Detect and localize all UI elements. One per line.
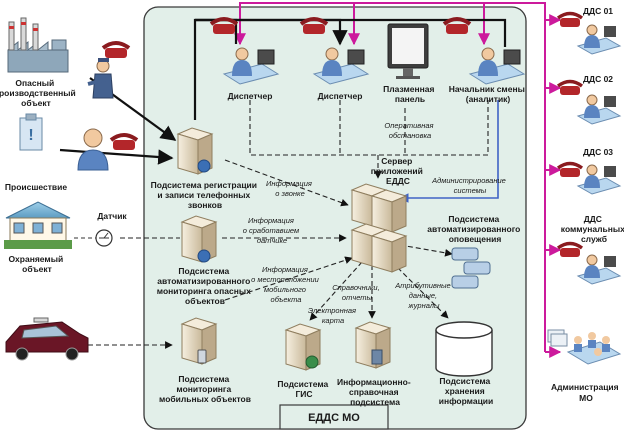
registration-subsystem-label: Подсистема регистрации и записи телефонн…: [151, 180, 260, 210]
phone-icon: [209, 17, 239, 34]
dds01-label: ДДС 01: [583, 6, 613, 16]
monitoring-mobile-label: Подсистема мониторинга мобильных объекто…: [159, 374, 251, 404]
note-call-info: Информация о звонке: [266, 179, 314, 198]
caller-person-icon: [77, 128, 109, 171]
house-icon: [4, 201, 72, 249]
server-icon: [176, 127, 214, 175]
dds-workstation-icon: [576, 254, 622, 285]
database-icon: [435, 321, 493, 377]
application-server-label: Сервер приложений ЕДДС: [371, 156, 426, 186]
magenta-links: [234, 2, 562, 358]
incident-label: Происшествие: [5, 182, 67, 192]
guard-icon: [87, 58, 114, 99]
notification-phones-icon: [451, 247, 491, 289]
sensor-label: Датчик: [97, 211, 127, 221]
note-mobile-info: Информация о местоположении мобильного о…: [251, 265, 321, 304]
phone-icon: [109, 133, 139, 150]
dispatcher-1-label: Диспетчер: [228, 91, 273, 101]
phone-icon: [442, 17, 472, 34]
phone-icon: [556, 79, 584, 95]
plasma-panel-icon: [387, 23, 429, 79]
administration-meeting-icon: [547, 329, 622, 365]
plasma-panel-label: Плазменная панель: [383, 84, 437, 104]
notification-subsystem-label: Подсистема автоматизированного оповещени…: [427, 214, 522, 244]
dds02-label: ДДС 02: [583, 74, 613, 84]
note-sensor-info: Информация о сработавшем датчике: [243, 216, 302, 245]
application-server-cluster-icon: [350, 183, 408, 273]
shift-chief-workstation-icon: [468, 47, 526, 85]
note-operative: Оперативная обстановка: [384, 121, 435, 140]
gis-subsystem-label: Подсистема ГИС: [277, 379, 330, 399]
server-icon: [180, 317, 218, 365]
incident-clipboard-icon: !: [19, 113, 43, 151]
note-references: Справочники, отчеты: [332, 283, 382, 302]
main-title-box: [279, 404, 389, 430]
dispatcher-2-label: Диспетчер: [318, 91, 363, 101]
dds03-label: ДДС 03: [583, 147, 613, 157]
gis-server-icon: [284, 323, 322, 371]
phone-icon: [556, 11, 584, 27]
dds-communal-label: ДДС коммунальных служб: [561, 214, 624, 244]
phone-icon: [299, 17, 329, 34]
factory-icon: [7, 17, 69, 73]
note-admin: Администрирование системы: [431, 176, 508, 195]
sensor-icon: [74, 229, 113, 247]
phone-icon: [556, 241, 584, 257]
dashed-links: [88, 100, 489, 349]
phone-icon: [101, 41, 131, 58]
info-ref-server-icon: [354, 321, 392, 369]
monitoring-hazard-label: Подсистема автоматизированного мониторин…: [157, 266, 253, 306]
dds-workstation-icon: [576, 94, 622, 125]
dds-workstation-icon: [576, 164, 622, 195]
admin-link: [399, 100, 499, 203]
note-emap: Электронная карта: [308, 306, 358, 325]
server-icon: [180, 215, 218, 263]
info-ref-subsystem-label: Информационно- справочная подсистема: [337, 377, 413, 407]
administration-label: Администрация МО: [551, 382, 621, 403]
dds-workstation-icon: [576, 24, 622, 55]
guarded-object-label: Охраняемый объект: [8, 254, 65, 274]
dispatcher-workstation-icon: [222, 47, 280, 85]
hazard-object-label: Опасный производственный объект: [0, 78, 78, 108]
svg-text:!: !: [28, 127, 33, 144]
note-attributes: Атрибутивные данные, журналы: [394, 281, 453, 310]
storage-subsystem-label: Подсистема хранения информации: [439, 376, 494, 406]
shift-chief-label: Начальник смены (аналитик): [449, 84, 527, 104]
phone-icon: [556, 161, 584, 177]
main-title: ЕДДС МО: [308, 412, 360, 424]
police-car-icon: [5, 317, 89, 361]
dispatcher-workstation-icon: [312, 47, 370, 85]
